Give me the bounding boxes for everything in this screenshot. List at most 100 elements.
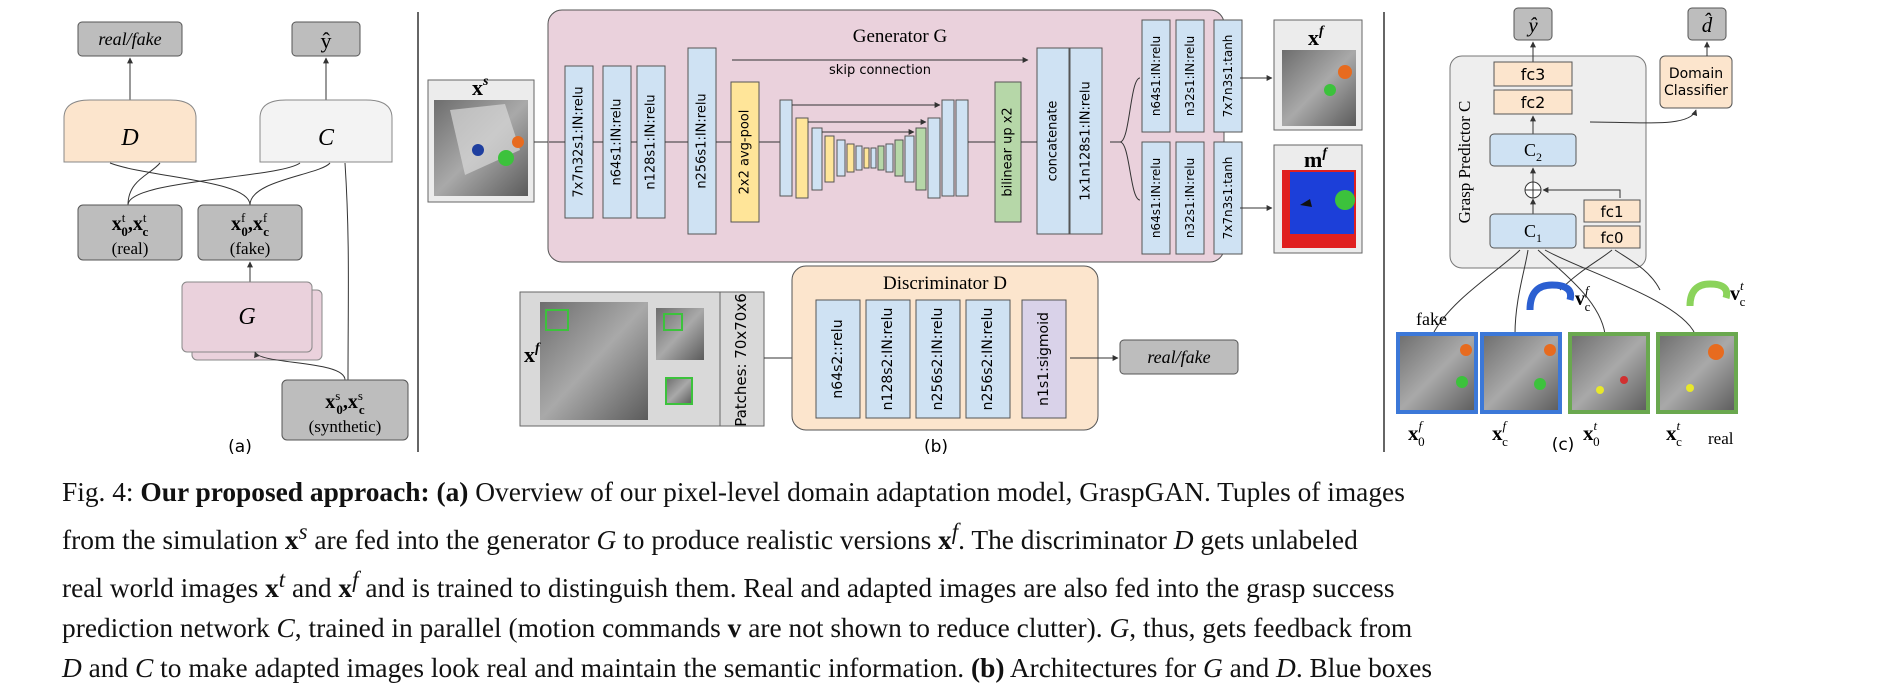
- yhat-label-a: ŷ: [321, 28, 332, 53]
- disc-input-image: [540, 302, 648, 420]
- fake-tuple-box: [197, 204, 303, 261]
- generator-label-a: G: [238, 304, 255, 330]
- real-label: real: [1708, 429, 1734, 448]
- disc-layer-0-label: n64s2::relu: [830, 319, 846, 398]
- caption-line-1: Fig. 4: Our proposed approach: (a) Overv…: [62, 477, 1405, 507]
- gen-layer-3-box: [687, 47, 717, 235]
- up-layer-2-label: 1x1n128s1:IN:relu: [1079, 81, 1094, 201]
- panel-c-letter: (c): [1552, 435, 1575, 455]
- up-layer-1-box: [1036, 47, 1070, 235]
- panel-c: ŷ d̂ Grasp Predictor C fc3 fc2 C2 C1 fc1…: [1396, 7, 1746, 455]
- synthetic-tuple-box: [281, 379, 409, 441]
- thumb-xct: [1656, 332, 1738, 414]
- discriminator-label-a: D: [120, 125, 138, 151]
- disc-input-label: xf: [524, 341, 541, 367]
- yhat-box-c: [1513, 7, 1553, 41]
- top-branch-0-label: n64s1:IN:relu: [1149, 36, 1163, 116]
- disc-layer-4-box: [1021, 299, 1067, 419]
- top-branch-0-box: [1141, 19, 1171, 133]
- real-tag: (real): [112, 239, 149, 258]
- svg-text:xt0,xtc: xt0,xtc: [112, 210, 149, 239]
- synthetic-tag: (synthetic): [309, 417, 382, 436]
- caption-line-3: real world images xt and xf and is train…: [62, 567, 1395, 604]
- classifier-shape-a: [259, 99, 393, 163]
- real-fake-label-a: real/fake: [98, 29, 161, 49]
- yhat-box-a: [291, 21, 361, 57]
- up-layer-2-box: [1069, 47, 1103, 235]
- fc2-box: [1493, 89, 1573, 115]
- xf-output-label: xf: [1308, 24, 1325, 50]
- bottom-branch-2-box: [1213, 141, 1243, 255]
- up-layer-1-label: concatenate: [1046, 101, 1061, 182]
- svg-text:vfc: vfc: [1575, 283, 1591, 314]
- panel-a-letter: (a): [228, 437, 252, 457]
- xf-output-image: [1282, 50, 1356, 126]
- dhat-box-c: [1687, 7, 1727, 41]
- caption-line-5: D and C to make adapted images look real…: [62, 653, 1433, 684]
- c1-label: C1: [1524, 221, 1542, 245]
- thumb-x0f: [1396, 332, 1478, 414]
- svg-text:vtc: vtc: [1730, 278, 1746, 309]
- disc-layer-3-box: [965, 299, 1011, 419]
- fc3-box: [1493, 61, 1573, 87]
- fc0-box: [1583, 225, 1641, 249]
- panel-b: xs Generator G skip connection 7x7n32s1:…: [427, 9, 1363, 457]
- svg-text:xfc: xfc: [1492, 418, 1509, 449]
- classifier-label-a: C: [318, 125, 335, 151]
- discriminator-shape-a: [63, 99, 197, 163]
- disc-output-box: [1119, 339, 1239, 375]
- bottom-branch-1-label: n32s1:IN:relu: [1183, 158, 1197, 238]
- svg-text:xt0: xt0: [1583, 418, 1600, 449]
- discriminator-title: Discriminator D: [883, 273, 1007, 294]
- grasp-predictor-title: Grasp Predictor C: [1455, 101, 1474, 224]
- panel-b-letter: (b): [924, 437, 948, 457]
- top-branch-1-label: n32s1:IN:relu: [1183, 36, 1197, 116]
- real-tuple-box: [77, 204, 183, 261]
- real-fake-box-a: [77, 21, 183, 57]
- fake-label: fake: [1416, 309, 1447, 329]
- skip-connection-label: skip connection: [829, 63, 931, 78]
- bottom-branch-2-label: 7x7n3s1:tanh: [1221, 157, 1235, 240]
- gen-layer-1-label: n64s1:IN:relu: [610, 98, 625, 185]
- unet-funnel: [779, 99, 969, 199]
- svg-text:xf0,xfc: xf0,xfc: [231, 210, 269, 239]
- dhat-label-c: d̂: [1702, 13, 1713, 37]
- fc1-box: [1583, 199, 1641, 223]
- svg-text:xf0: xf0: [1408, 418, 1425, 449]
- bottom-branch-1-box: [1175, 141, 1205, 255]
- up-layer-0-box: [994, 81, 1022, 223]
- fc3-label: fc3: [1521, 65, 1546, 84]
- svg-text:xs0,xsc: xs0,xsc: [325, 388, 365, 417]
- c1-box: [1489, 213, 1577, 249]
- domain-classifier-box: [1659, 55, 1733, 109]
- bottom-branch-0-box: [1141, 141, 1171, 255]
- top-branch-1-box: [1175, 19, 1205, 133]
- c2-box: [1489, 133, 1577, 167]
- caption-line-2: from the simulation xs are fed into the …: [62, 519, 1358, 556]
- disc-layer-4-label: n1s1:sigmoid: [1036, 312, 1052, 406]
- gen-layer-4-box: [730, 81, 760, 223]
- gen-layer-2-label: n128s1:IN:relu: [644, 94, 659, 189]
- bottom-branch-0-label: n64s1:IN:relu: [1149, 158, 1163, 238]
- generator-box-a: [181, 281, 313, 353]
- fc2-label: fc2: [1521, 93, 1546, 112]
- disc-layer-0-box: [815, 299, 861, 419]
- fc0-label: fc0: [1600, 229, 1623, 247]
- yhat-label-c: ŷ: [1526, 13, 1538, 37]
- gen-layer-3-label: n256s1:IN:relu: [695, 93, 710, 188]
- disc-layer-1-box: [865, 299, 911, 419]
- top-branch-2-box: [1213, 19, 1243, 133]
- gen-layer-0-label: 7x7n32s1:IN:relu: [572, 86, 587, 197]
- disc-layer-2-box: [915, 299, 961, 419]
- caption-line-4: prediction network C, trained in paralle…: [62, 613, 1413, 644]
- fake-tag: (fake): [230, 239, 271, 258]
- c2-label: C2: [1524, 140, 1542, 164]
- disc-layer-2-label: n256s2:IN:relu: [930, 308, 946, 411]
- gen-layer-4-label: 2x2 avg-pool: [738, 110, 753, 195]
- generator-title: Generator G: [853, 26, 948, 47]
- thumb-x0t: [1568, 332, 1650, 414]
- disc-layer-1-label: n128s2:IN:relu: [880, 308, 896, 411]
- disc-layer-3-label: n256s2:IN:relu: [980, 308, 996, 411]
